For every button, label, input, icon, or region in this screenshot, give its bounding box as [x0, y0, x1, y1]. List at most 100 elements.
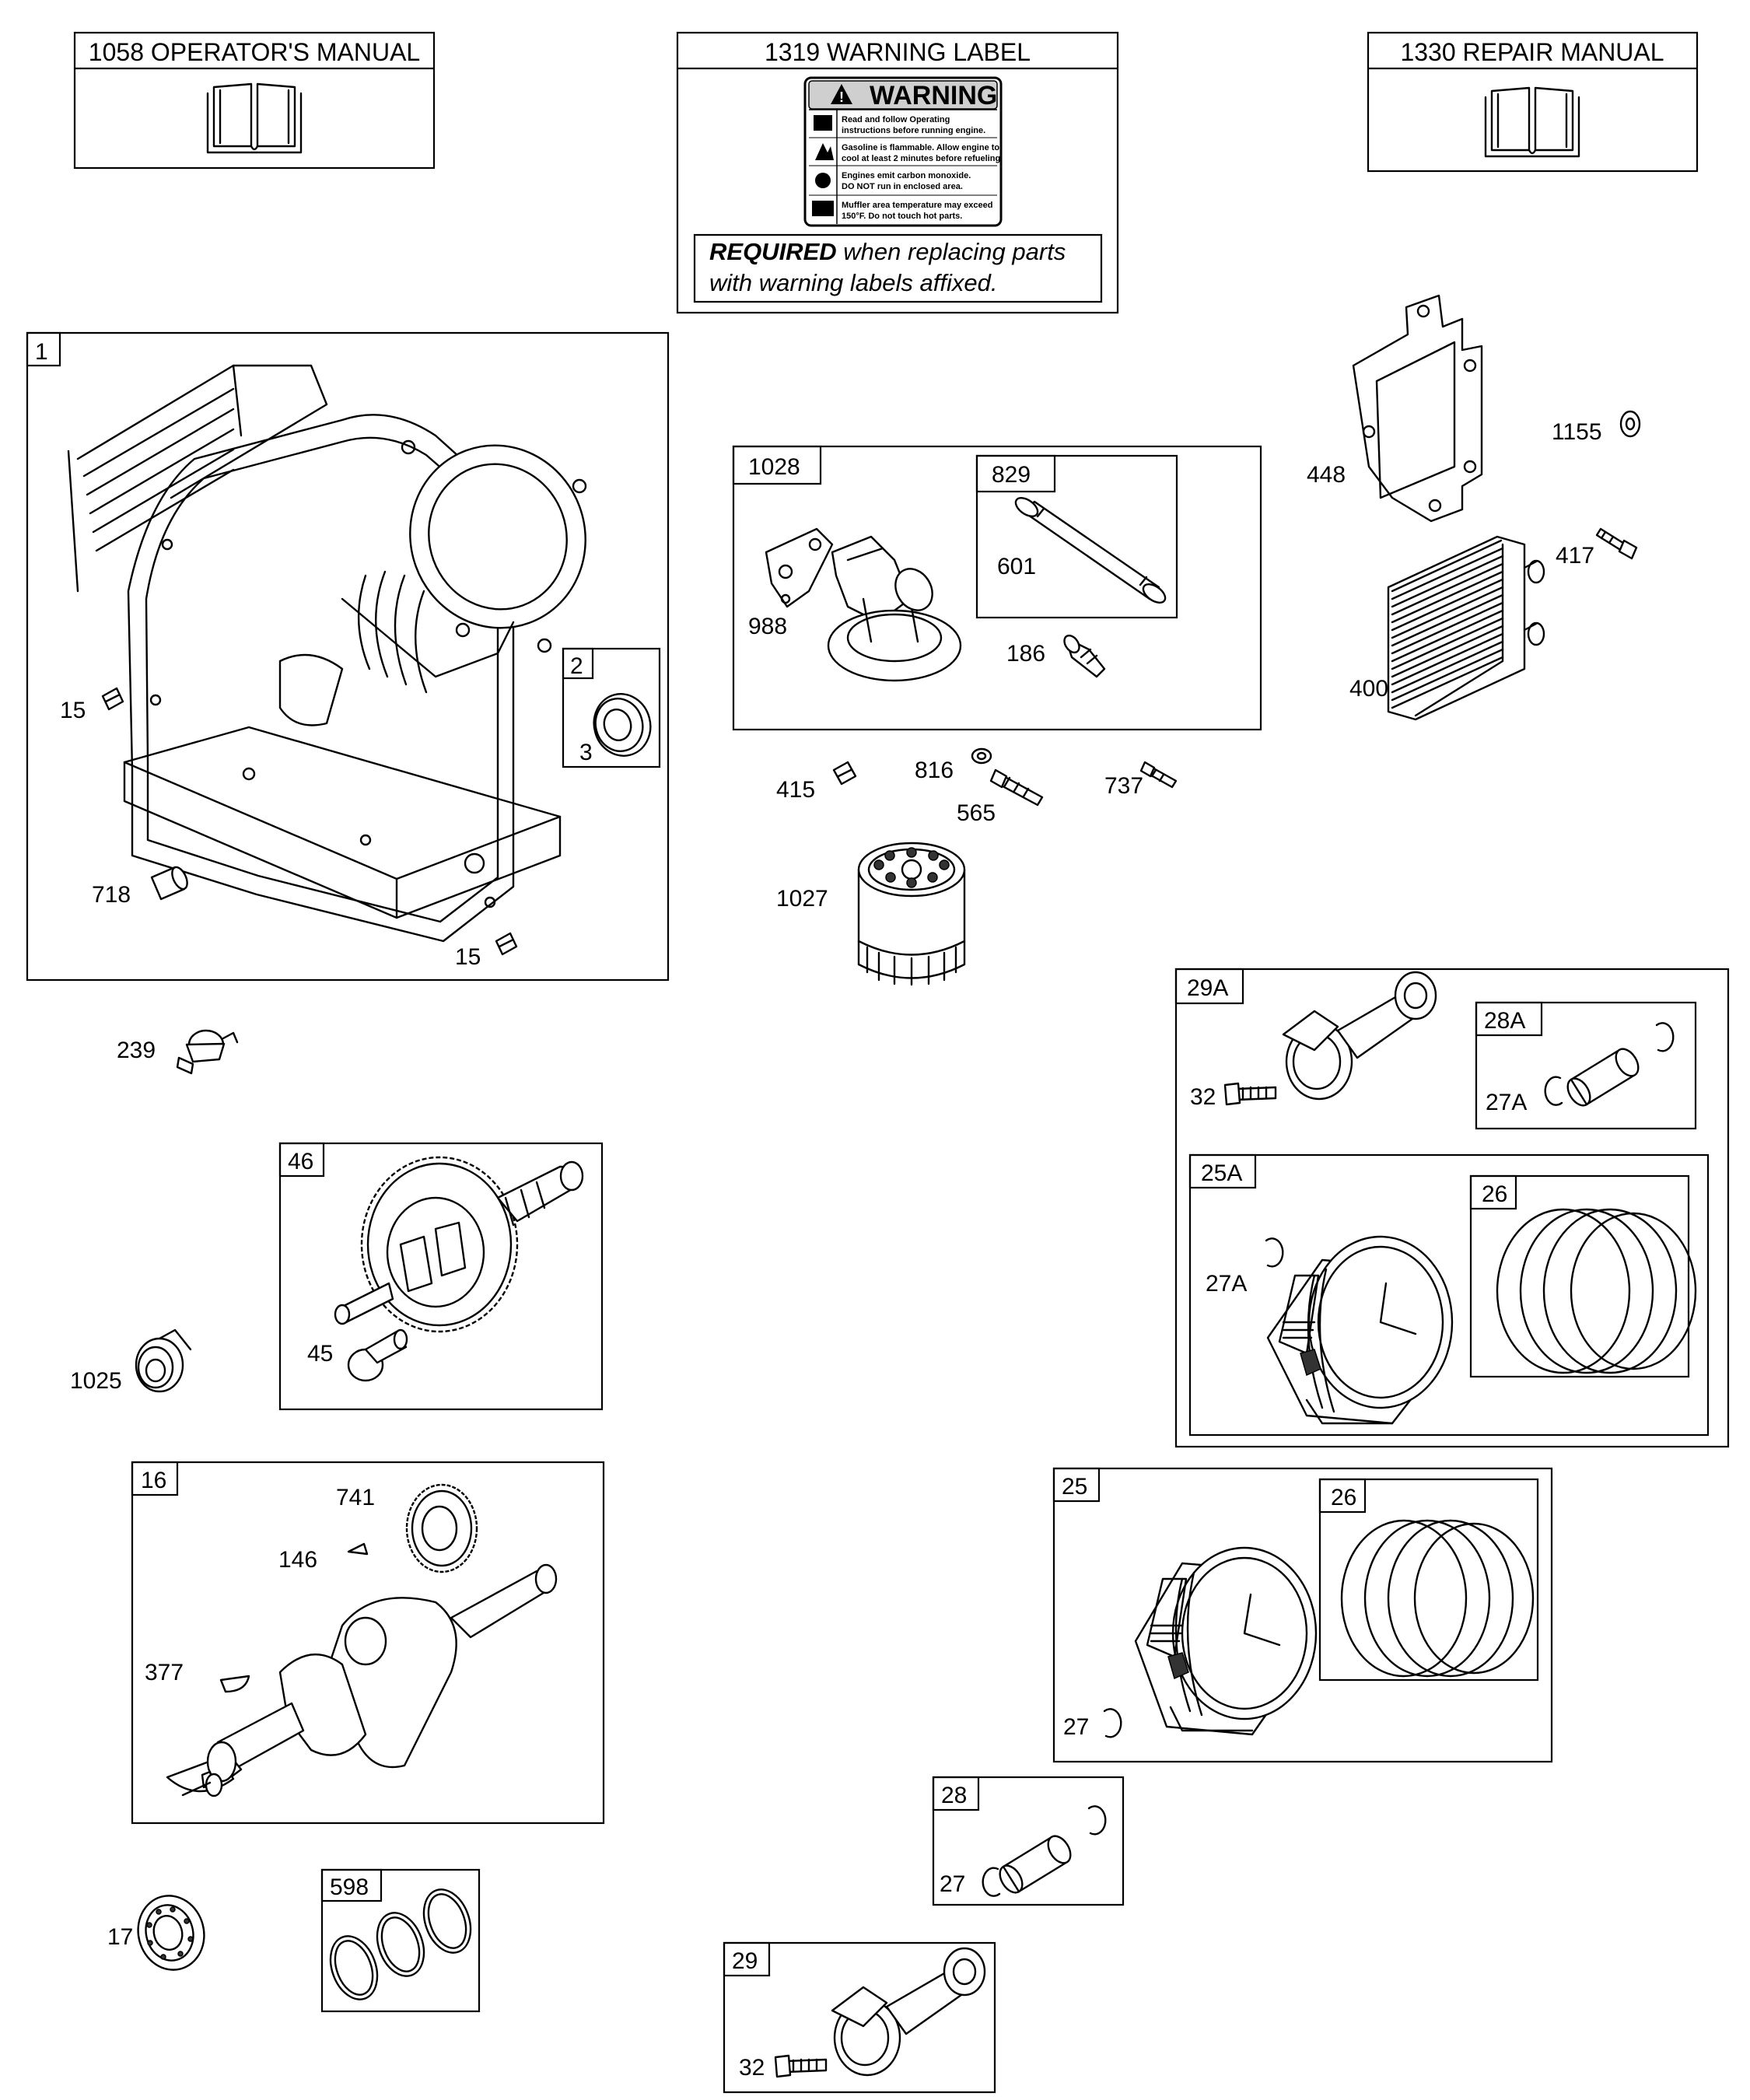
- key-146[interactable]: [347, 1542, 369, 1556]
- operators-manual-title: 1058 OPERATOR'S MANUAL: [89, 38, 420, 66]
- required-rest: when replacing parts: [837, 238, 1066, 265]
- box-29-connecting-rod[interactable]: 29 32: [723, 1941, 996, 2094]
- bolt-32-bottom[interactable]: [774, 2054, 828, 2078]
- manual-pictogram-icon: [814, 115, 832, 131]
- box-598-number: 598: [330, 1874, 369, 1900]
- box-1028-number: 1028: [748, 454, 800, 480]
- oil-switch-239[interactable]: [176, 1029, 239, 1075]
- piston-pin-part-28[interactable]: [996, 1832, 1075, 1897]
- screw-417[interactable]: [1595, 527, 1638, 560]
- connecting-rod-part-29[interactable]: [831, 1947, 986, 2077]
- washer-1155[interactable]: [1619, 410, 1641, 438]
- svg-text:!: !: [839, 89, 844, 105]
- plug-15-top[interactable]: [101, 687, 124, 711]
- bolt-32-top[interactable]: [1223, 1082, 1277, 1106]
- box-25-piston-assembly[interactable]: 25 27: [1052, 1467, 1553, 1763]
- piston-part-25[interactable]: [1134, 1546, 1318, 1736]
- box-46-number: 46: [288, 1149, 313, 1174]
- box-26-ring-set-bottom[interactable]: 26: [1318, 1478, 1539, 1682]
- oil-seal-3[interactable]: [587, 688, 657, 762]
- box-829-hose[interactable]: 829 601: [975, 454, 1178, 619]
- washer-816[interactable]: [971, 747, 992, 765]
- operators-manual-box[interactable]: 1058 OPERATOR'S MANUAL: [73, 31, 436, 170]
- box-28A-number: 28A: [1484, 1008, 1525, 1034]
- fumes-pictogram-icon: [815, 173, 831, 188]
- plug-15-bottom[interactable]: [495, 932, 518, 956]
- box-598-shims[interactable]: 598: [320, 1868, 481, 2013]
- oil-cooler-400[interactable]: [1387, 535, 1545, 721]
- retainer-27-right[interactable]: [1087, 1805, 1107, 1836]
- hose-601[interactable]: [1013, 494, 1169, 606]
- piston-rings-part-bottom[interactable]: [1340, 1519, 1535, 1678]
- label-718: 718: [92, 882, 131, 908]
- box-28-number: 28: [941, 1783, 967, 1808]
- cam-follower-45[interactable]: [347, 1328, 408, 1382]
- warning-line-2: instructions before running engine.: [842, 126, 985, 135]
- label-17: 17: [107, 1924, 133, 1950]
- label-565: 565: [957, 800, 996, 826]
- label-27A-top: 27A: [1486, 1090, 1527, 1115]
- retainer-27-box28-left[interactable]: [982, 1867, 1001, 1897]
- label-32-bottom: 32: [739, 2055, 765, 2081]
- label-400: 400: [1349, 676, 1388, 702]
- label-1155: 1155: [1552, 419, 1602, 445]
- piston-pin-part[interactable]: [1563, 1045, 1643, 1110]
- box-1028-filter-adapter[interactable]: 1028 988 186: [732, 445, 1262, 731]
- label-45: 45: [307, 1341, 333, 1367]
- crankcase-part[interactable]: [67, 364, 611, 943]
- label-15-bottom: 15: [455, 944, 481, 970]
- bearing-17[interactable]: [130, 1888, 212, 1977]
- warning-line-8: 150°F. Do not touch hot parts.: [842, 212, 962, 221]
- box-28A-piston-pin[interactable]: 28A 27A: [1475, 1001, 1697, 1130]
- label-741: 741: [336, 1485, 375, 1510]
- box-28-piston-pin[interactable]: 28 27: [932, 1776, 1125, 1906]
- warning-sticker: ! WARNING Read and follow Operating inst…: [803, 76, 1003, 227]
- label-15-top: 15: [60, 698, 86, 723]
- bracket-448[interactable]: [1352, 294, 1483, 523]
- label-186: 186: [1006, 641, 1045, 667]
- retainer-27A-bottom[interactable]: [1265, 1237, 1284, 1268]
- camshaft-part[interactable]: [334, 1156, 584, 1333]
- piston-rings-part[interactable]: [1496, 1208, 1697, 1374]
- box-16-number: 16: [141, 1468, 166, 1493]
- key-377[interactable]: [219, 1675, 250, 1693]
- box-25A-piston-assembly[interactable]: 25A 27A: [1188, 1153, 1710, 1437]
- screw-565[interactable]: [989, 768, 1044, 807]
- label-601: 601: [997, 554, 1036, 579]
- retainer-27A-top-left[interactable]: [1544, 1076, 1563, 1106]
- crankshaft-part[interactable]: [166, 1563, 558, 1797]
- dowel-718[interactable]: [150, 865, 191, 901]
- box-26-ring-set-top[interactable]: 26: [1469, 1174, 1697, 1378]
- box-2-oil-seal[interactable]: 2 3: [562, 647, 661, 768]
- box-16-crankshaft[interactable]: 16 741 146 377: [131, 1461, 605, 1825]
- gear-741[interactable]: [405, 1483, 478, 1573]
- piston-part[interactable]: [1266, 1235, 1454, 1425]
- box-29A-connecting-rod-assembly[interactable]: 29A 32: [1174, 968, 1730, 1448]
- label-27-box28: 27: [940, 1871, 965, 1897]
- box-1-crankcase[interactable]: 1: [26, 331, 670, 982]
- label-27-box25: 27: [1063, 1714, 1089, 1740]
- box-26-bottom-number: 26: [1331, 1485, 1356, 1510]
- label-448: 448: [1307, 462, 1346, 488]
- retainer-27A-top-right[interactable]: [1655, 1022, 1675, 1052]
- label-377: 377: [145, 1660, 184, 1685]
- label-816: 816: [915, 758, 954, 783]
- plug-415[interactable]: [832, 761, 857, 786]
- label-3: 3: [579, 740, 593, 765]
- screw-737[interactable]: [1139, 761, 1178, 789]
- book-icon: [206, 82, 303, 154]
- oil-filter-1027[interactable]: [857, 842, 966, 986]
- fitting-186[interactable]: [1062, 633, 1106, 678]
- repair-manual-box[interactable]: 1330 REPAIR MANUAL: [1367, 31, 1699, 173]
- warning-label-box[interactable]: 1319 WARNING LABEL ! WARNING Read and fo…: [676, 31, 1119, 314]
- gasket-988[interactable]: [765, 527, 834, 608]
- retainer-27-left[interactable]: [1103, 1708, 1122, 1738]
- connecting-rod-part[interactable]: [1282, 971, 1437, 1101]
- label-988: 988: [748, 614, 787, 639]
- shims-part[interactable]: [322, 1883, 478, 2006]
- box-46-camshaft[interactable]: 46 45: [278, 1142, 604, 1411]
- filter-adapter-part[interactable]: [827, 535, 962, 682]
- bearing-1025[interactable]: [135, 1328, 192, 1393]
- box-1-number: 1: [35, 339, 48, 365]
